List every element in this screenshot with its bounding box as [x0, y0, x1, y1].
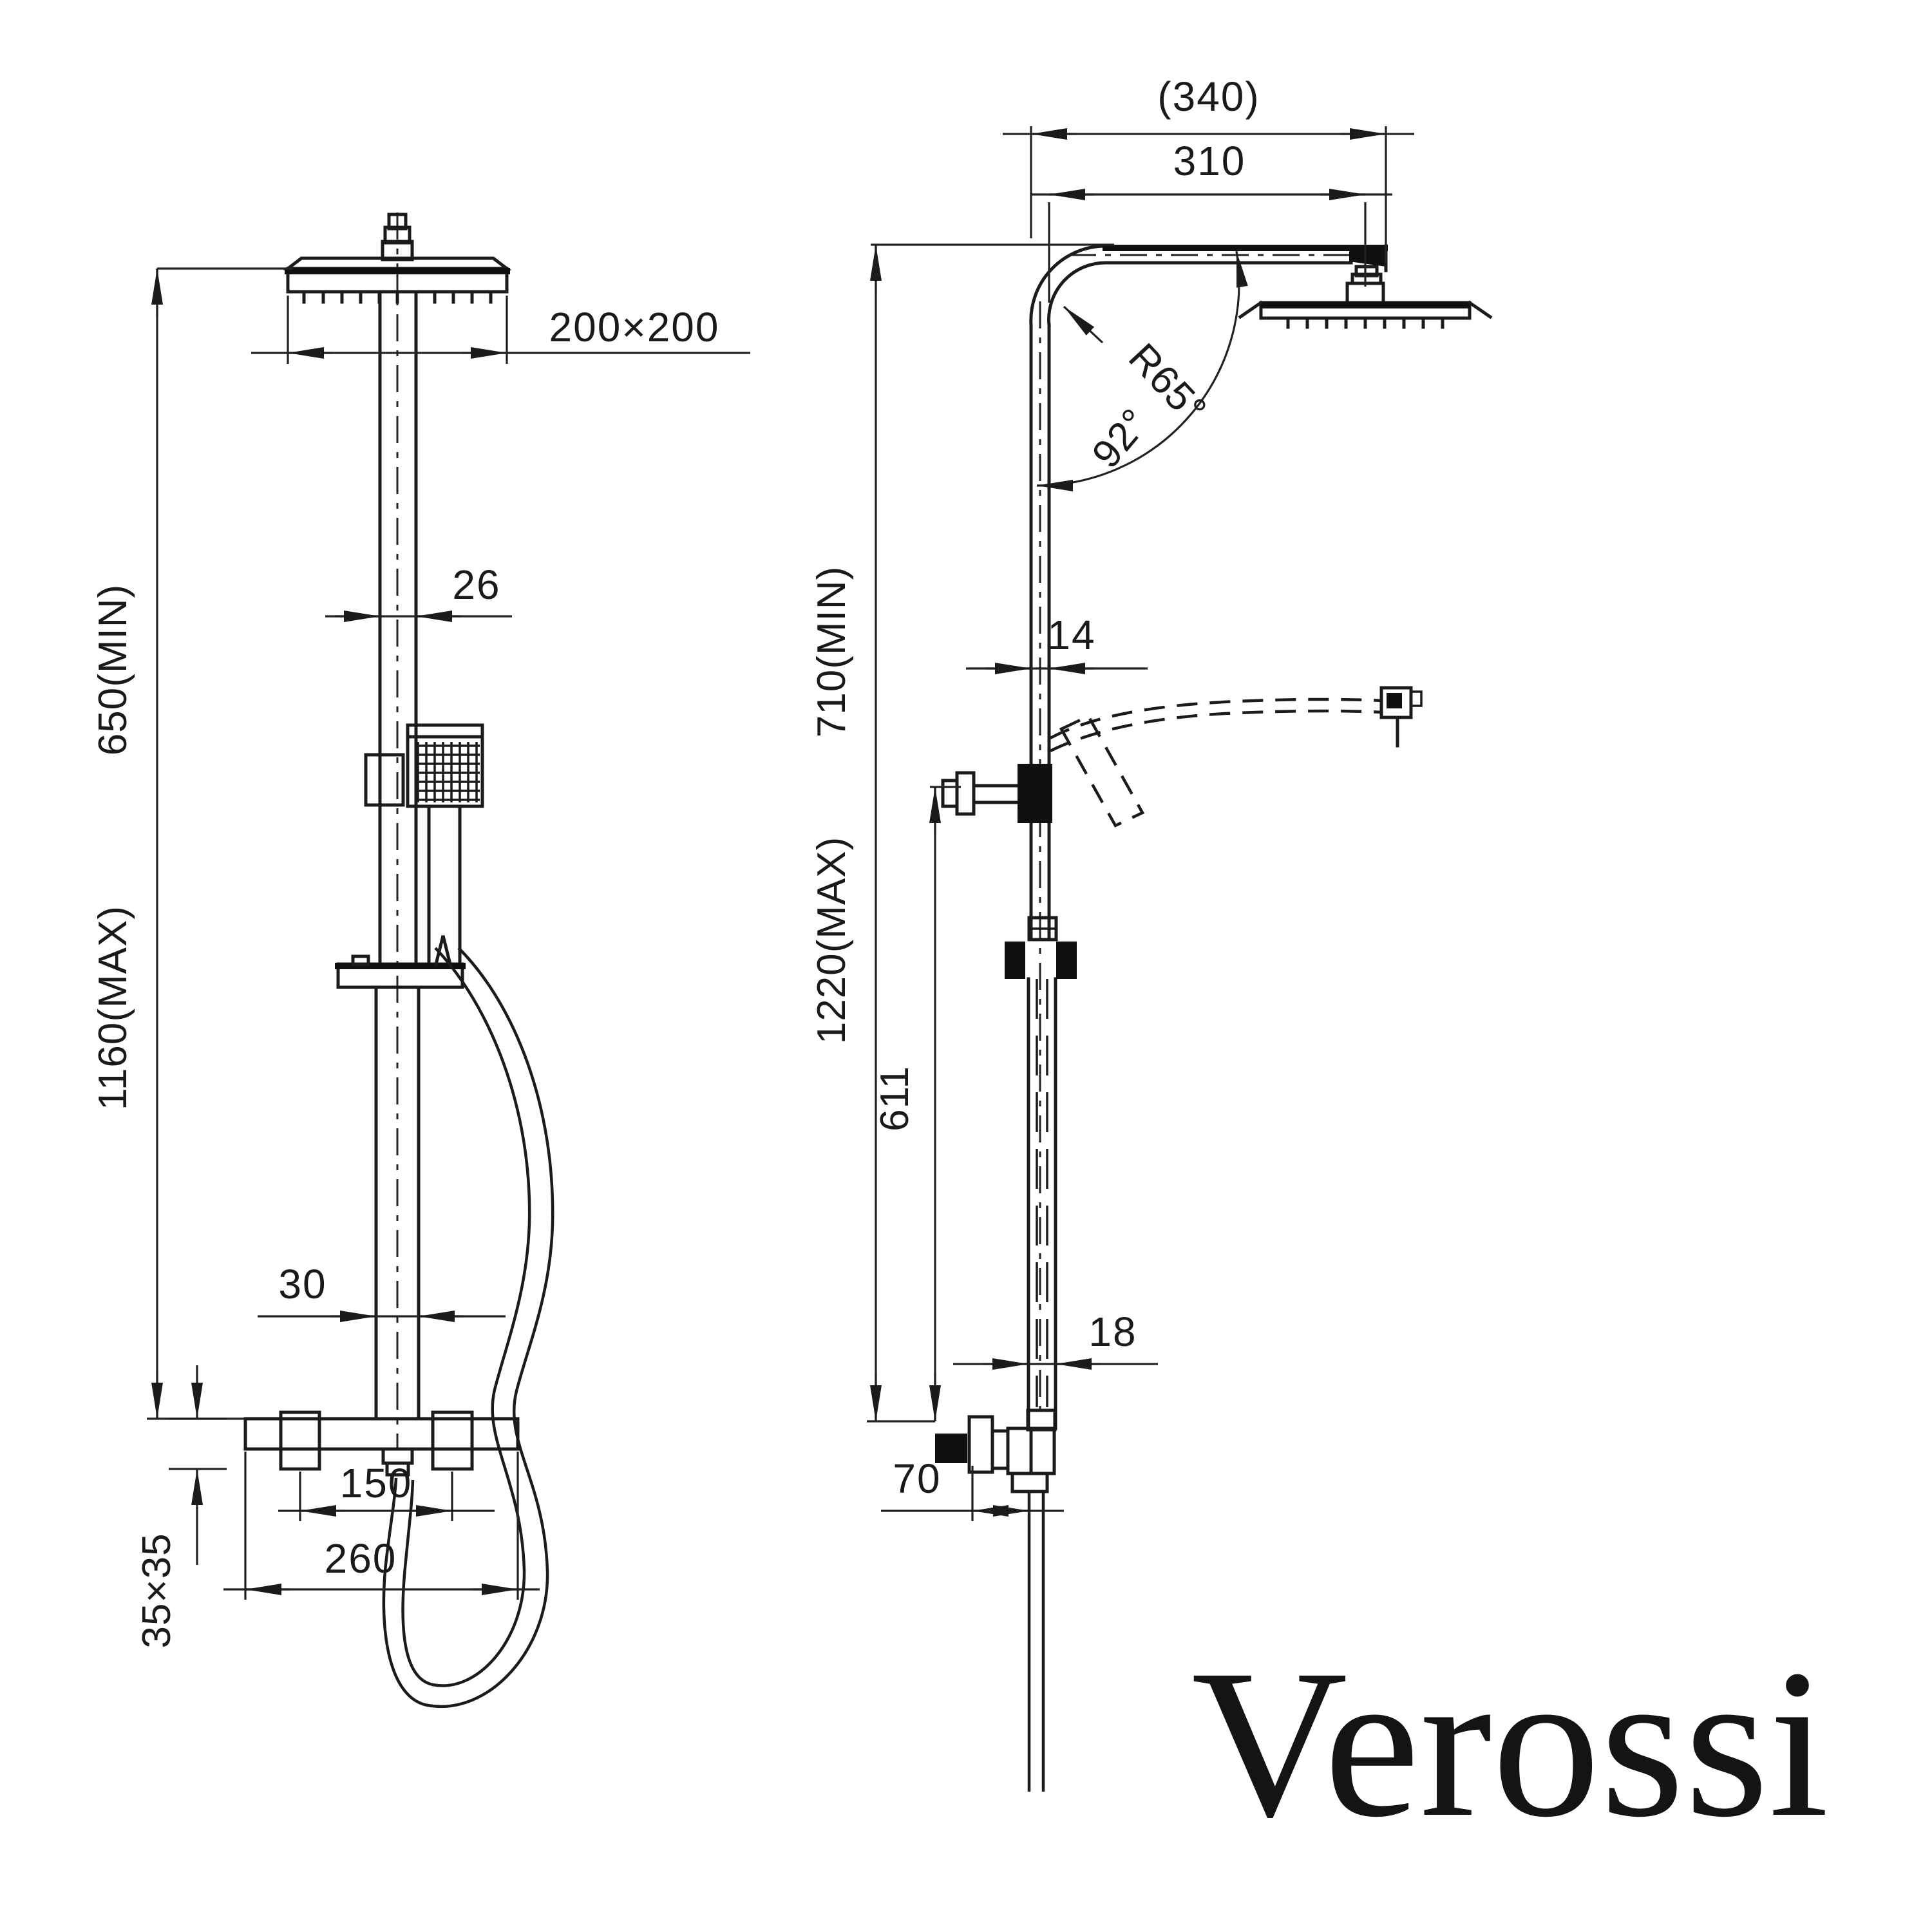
dim-bracket-size: 35×35 — [135, 1533, 179, 1648]
side-dimensions: (340) 310 R65° 92° 14 710(MIN) — [810, 73, 1414, 1521]
front-view: 200×200 26 650(MIN) 1160(MAX) 30 — [91, 213, 750, 1708]
side-valve — [935, 1415, 1056, 1792]
side-slider — [1005, 942, 1077, 979]
front-riser-pipe — [374, 213, 421, 1449]
dim-head-size: 200×200 — [549, 304, 720, 350]
side-view: (340) 310 R65° 92° 14 710(MIN) — [810, 73, 1493, 1792]
dim-lower-rail-depth: 18 — [1088, 1309, 1137, 1355]
dim-valve-width: 260 — [325, 1535, 397, 1582]
dim-arm-reach: 310 — [1173, 138, 1246, 184]
dim-lower-pipe-width: 30 — [278, 1261, 327, 1307]
dim-height-max: 1160(MAX) — [91, 905, 135, 1110]
dim-valve-depth: 70 — [893, 1455, 941, 1502]
dim-rail-depth: 14 — [1047, 612, 1095, 658]
dim-bend-angle: 92° — [1084, 401, 1158, 477]
brand-logo-text: Verossi — [1191, 1626, 1829, 1861]
dim-side-height-min: 710(MIN) — [810, 566, 854, 737]
dim-holder-height: 611 — [873, 1066, 917, 1132]
front-dimensions: 200×200 26 650(MIN) 1160(MAX) 30 — [91, 267, 750, 1649]
front-shower-head — [283, 213, 512, 304]
dim-inlet-spacing: 150 — [340, 1460, 413, 1506]
side-hand-shower-dashed — [1049, 686, 1423, 828]
side-holder — [941, 764, 1052, 823]
side-head-nozzles — [1286, 317, 1444, 329]
side-shower-head — [1238, 265, 1493, 329]
front-head-nozzles — [302, 291, 493, 304]
side-rail — [1026, 244, 1388, 1432]
dim-pipe-width: 26 — [452, 562, 500, 608]
front-slider-bracket — [335, 935, 466, 989]
dim-height-min: 650(MIN) — [91, 584, 135, 755]
hand-shower-grid — [415, 742, 480, 802]
dim-arm-overall: (340) — [1157, 73, 1260, 120]
brand-logo: Verossi — [1191, 1626, 1829, 1861]
front-hand-shower — [364, 723, 484, 966]
front-hose — [382, 947, 554, 1708]
dim-side-height-max: 1220(MAX) — [810, 837, 854, 1045]
